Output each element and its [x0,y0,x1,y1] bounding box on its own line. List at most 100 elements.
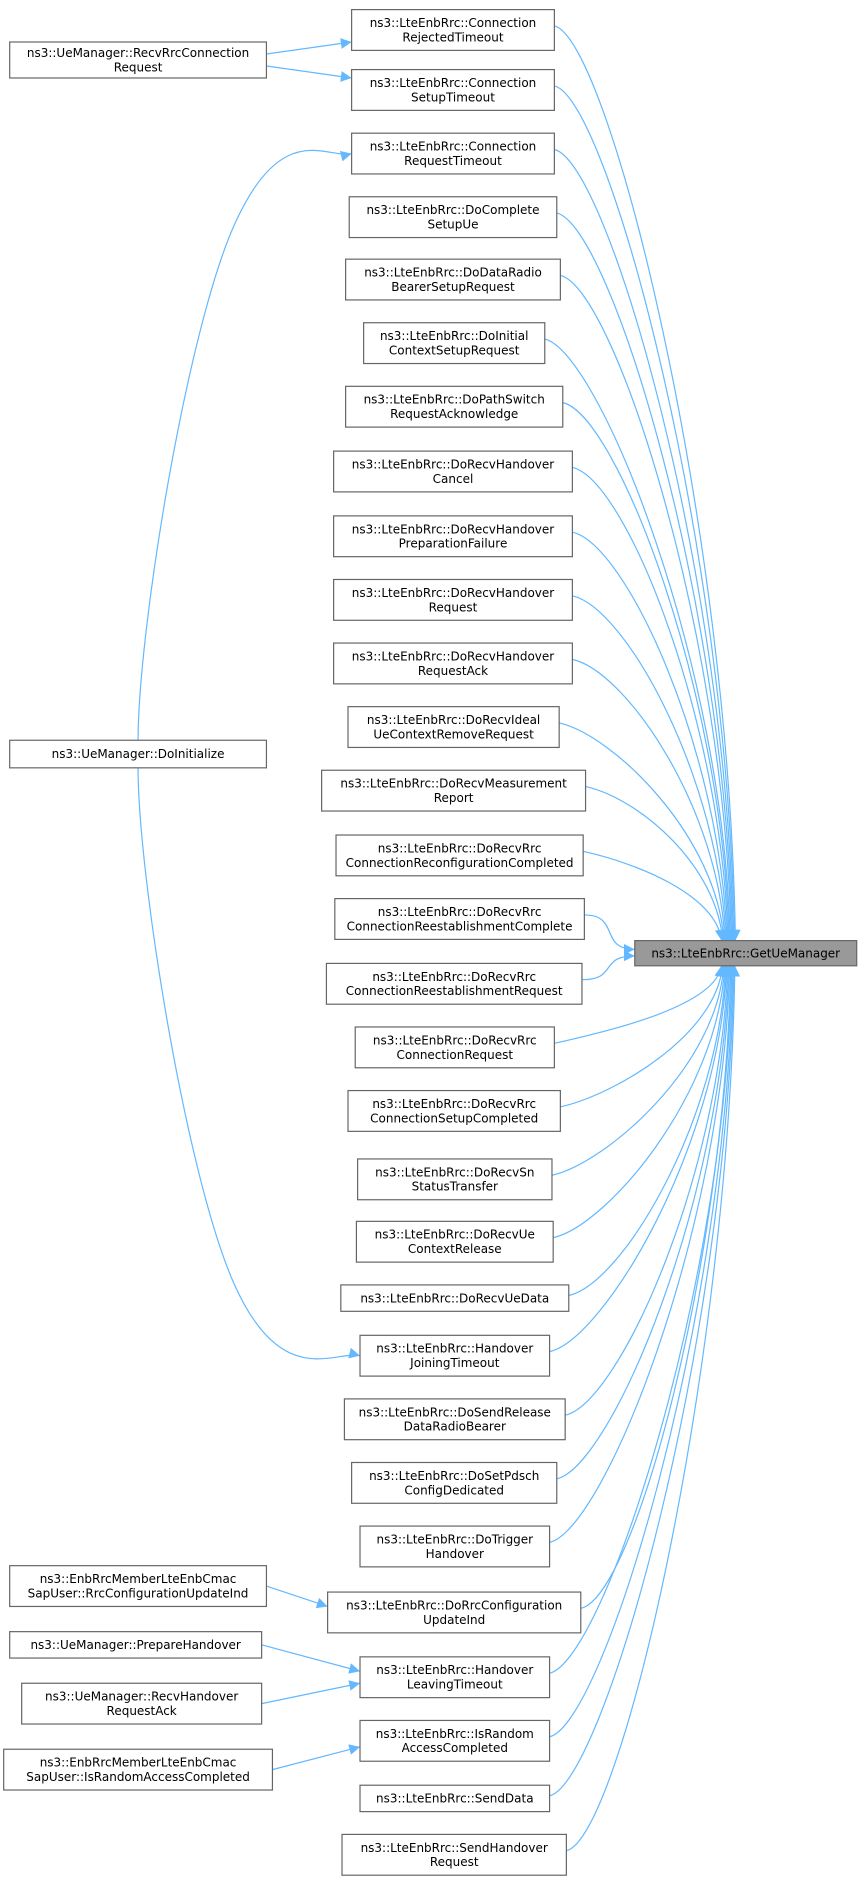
call-edge [137,767,361,1360]
node-label: ConnectionReestablishmentComplete [347,919,573,933]
node-box [333,642,573,685]
function-node[interactable]: ns3::LteEnbRrc::DoSetPdschConfigDedicate… [351,1461,558,1504]
node-label: ns3::EnbRrcMemberLteEnbCmac [40,1756,237,1770]
target-node[interactable]: ns3::LteEnbRrc::GetUeManager [634,939,858,967]
node-label: ns3::LteEnbRrc::DoRecvHandover [352,522,554,536]
call-edge [559,722,729,941]
node-label: ns3::UeManager::PrepareHandover [30,1638,240,1652]
node-box [357,1158,553,1201]
function-node[interactable]: ns3::LteEnbRrc::DoRrcConfigurationUpdate… [327,1591,582,1634]
call-edge [584,914,635,955]
node-box [345,258,561,301]
call-edge [544,338,736,941]
node-label: ns3::LteEnbRrc::Connection [370,16,537,30]
function-node[interactable]: ns3::LteEnbRrc::DoRecvRrcConnectionReque… [354,1026,555,1069]
node-label: ns3::LteEnbRrc::DoRecvSn [375,1165,534,1179]
function-node[interactable]: ns3::UeManager::PrepareHandover [9,1631,263,1659]
node-box [333,450,573,493]
function-node[interactable]: ns3::LteEnbRrc::DoRecvRrcConnectionSetup… [347,1089,561,1132]
call-edge [549,965,735,1543]
node-box [351,132,555,175]
call-edge [272,1744,361,1771]
node-box [321,769,587,812]
node-box [334,898,585,940]
node-box [340,1284,570,1312]
node-label: ns3::LteEnbRrc::DoRecvHandover [352,458,554,472]
node-label: Request [430,1855,479,1869]
function-node[interactable]: ns3::LteEnbRrc::DoRecvRrcConnectionRecon… [335,834,584,877]
node-label: Cancel [433,472,474,486]
node-label: ns3::LteEnbRrc::SendHandover [361,1841,548,1855]
node-label: ns3::LteEnbRrc::DoSendRelease [359,1405,551,1419]
function-node[interactable]: ns3::LteEnbRrc::DoSendReleaseDataRadioBe… [343,1398,566,1441]
node-box [363,322,546,365]
node-box [21,1682,263,1725]
call-edge [549,965,740,1797]
node-label: SetupUe [427,218,478,232]
function-node[interactable]: ns3::LteEnbRrc::SendData [359,1784,551,1813]
node-box [335,834,584,877]
function-node[interactable]: ns3::LteEnbRrc::DoRecvIdealUeContextRemo… [347,706,560,749]
node-box [634,939,858,967]
node-label: Report [434,791,474,805]
node-label: ns3::LteEnbRrc::DoRecvRrc [378,905,542,919]
call-edge [583,850,726,941]
node-box [9,1631,263,1659]
node-label: AccessCompleted [402,1741,508,1755]
call-edge [560,965,727,1108]
function-node[interactable]: ns3::LteEnbRrc::DoRecvHandoverPreparatio… [333,515,573,558]
node-box [359,1525,551,1568]
function-node[interactable]: ns3::UeManager::DoInitialize [9,739,268,769]
node-label: ns3::LteEnbRrc::DoRecvUeData [360,1291,549,1305]
call-edge [266,65,352,82]
node-label: ns3::LteEnbRrc::DoRecvHandover [352,649,554,663]
node-label: ns3::LteEnbRrc::DoRecvIdeal [367,713,540,727]
node-label: LeavingTimeout [407,1678,503,1692]
function-node[interactable]: ns3::LteEnbRrc::IsRandomAccessCompleted [359,1719,551,1762]
function-node[interactable]: ns3::LteEnbRrc::DoRecvUeData [340,1284,570,1312]
node-box [333,578,573,621]
call-edge [554,85,740,941]
node-label: ConnectionSetupCompleted [370,1111,538,1125]
node-label: ns3::LteEnbRrc::IsRandom [376,1727,534,1741]
node-label: ns3::UeManager::RecvRrcConnection [27,46,249,60]
function-node[interactable]: ns3::LteEnbRrc::DoRecvRrcConnectionReest… [334,898,585,940]
node-label: StatusTransfer [412,1180,498,1194]
function-node[interactable]: ns3::LteEnbRrc::DoDataRadioBearerSetupRe… [345,258,561,301]
nodes-layer: ns3::LteEnbRrc::ConnectionRejectedTimeou… [3,8,858,1876]
function-node[interactable]: ns3::LteEnbRrc::DoInitialContextSetupReq… [363,322,546,365]
function-node[interactable]: ns3::LteEnbRrc::ConnectionRejectedTimeou… [351,8,555,51]
call-edge [261,1680,361,1705]
node-label: ContextRelease [408,1242,502,1256]
function-node[interactable]: ns3::EnbRrcMemberLteEnbCmacSapUser::RrcC… [9,1565,268,1608]
function-node[interactable]: ns3::LteEnbRrc::DoRecvRrcConnectionReest… [325,962,583,1005]
node-box [9,41,268,79]
node-box [341,1833,567,1876]
function-node[interactable]: ns3::LteEnbRrc::DoPathSwitchRequestAckno… [345,385,564,428]
call-edge [554,148,739,941]
node-label: ns3::UeManager::RecvHandover [45,1690,238,1704]
node-label: ns3::LteEnbRrc::DoRrcConfiguration [346,1598,562,1612]
node-label: UeContextRemoveRequest [373,727,534,741]
node-box [359,1784,551,1813]
function-node[interactable]: ns3::EnbRrcMemberLteEnbCmacSapUser::IsRa… [3,1748,274,1791]
call-edge [549,965,739,1738]
node-box [3,1748,274,1791]
node-label: RequestTimeout [404,154,502,168]
call-edge [572,595,731,941]
